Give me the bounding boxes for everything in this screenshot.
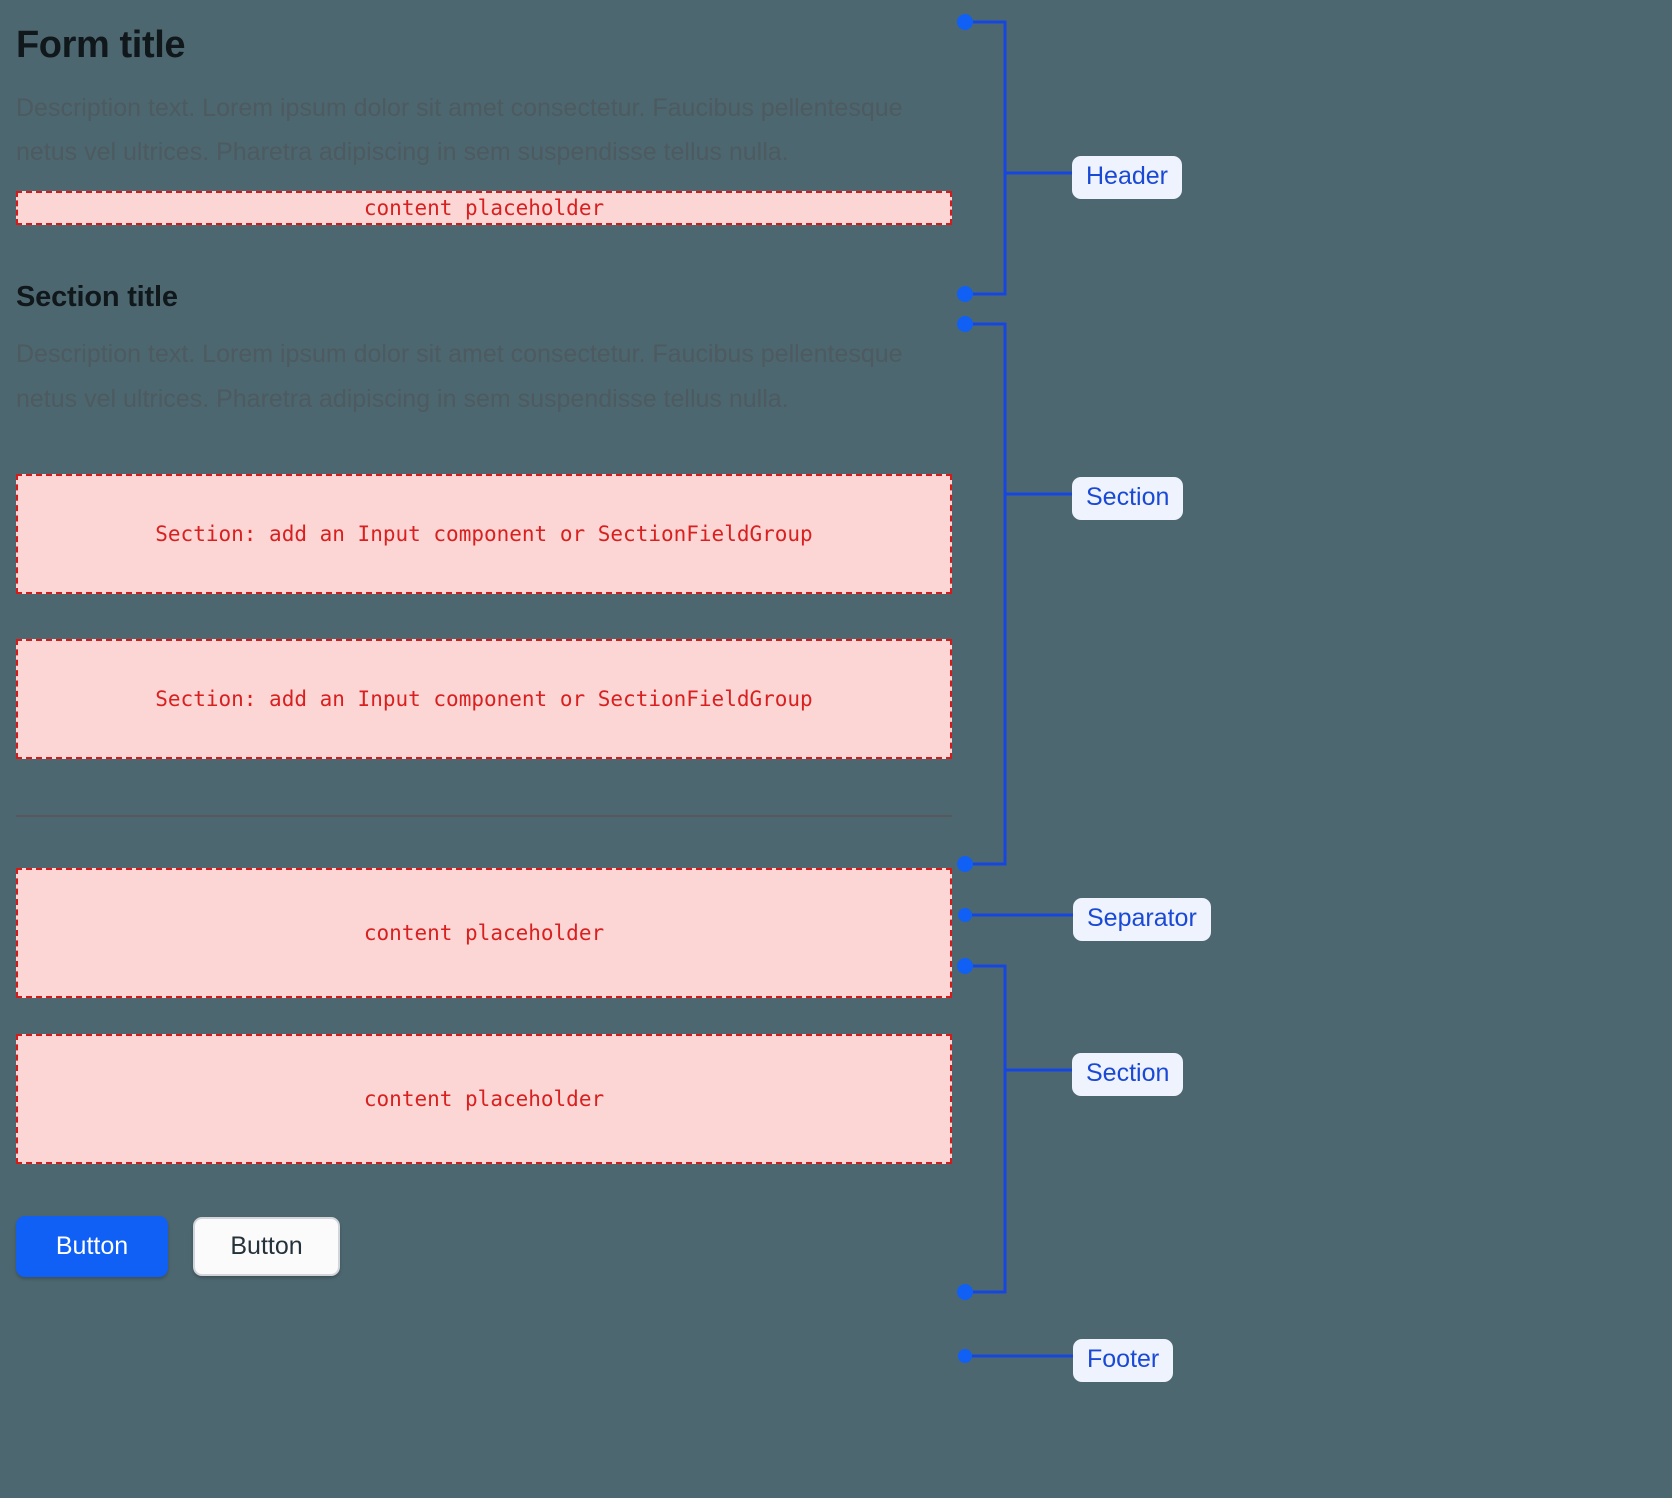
- anchor-dot: [957, 316, 973, 332]
- annotation-label-section-one[interactable]: Section: [1072, 477, 1184, 520]
- annotation-anchor-dots: [957, 14, 973, 1363]
- section-title: Section title: [16, 280, 178, 313]
- anchor-dot: [958, 1349, 972, 1363]
- page-title: Form title: [16, 24, 186, 66]
- anchor-dot: [957, 286, 973, 302]
- form-header: Form title Description text. Lorem ipsum…: [16, 0, 952, 225]
- header-bracket: [965, 20, 1007, 296]
- secondary-button[interactable]: Button: [193, 1217, 340, 1277]
- anchor-dot: [957, 856, 973, 872]
- form-section-two: content placeholder content placeholder: [16, 868, 952, 1165]
- annotation-label-header[interactable]: Header: [1072, 156, 1182, 199]
- header-description: Description text. Lorem ipsum dolor sit …: [16, 93, 903, 167]
- section-field-placeholder: Section: add an Input component or Secti…: [16, 639, 952, 760]
- header-content-placeholder: content placeholder: [16, 190, 952, 225]
- section-field-placeholder: Section: add an Input component or Secti…: [16, 474, 952, 595]
- section-one-bracket: [965, 322, 1007, 866]
- section-content-placeholder: content placeholder: [16, 868, 952, 999]
- form-preview: Form title Description text. Lorem ipsum…: [16, 0, 952, 1498]
- annotation-label-separator[interactable]: Separator: [1073, 898, 1211, 941]
- annotation-label-footer[interactable]: Footer: [1073, 1339, 1174, 1382]
- section-one-description: Description text. Lorem ipsum dolor sit …: [16, 340, 903, 413]
- anchor-dot: [958, 908, 972, 922]
- section-two-bracket: [965, 964, 1007, 1294]
- form-section-one: Section title Description text. Lorem ip…: [16, 280, 952, 760]
- anchor-dot: [957, 14, 973, 30]
- anchor-dot: [957, 1284, 973, 1300]
- section-content-placeholder: content placeholder: [16, 1034, 952, 1165]
- separator: [16, 815, 952, 818]
- annotation-label-section-two[interactable]: Section: [1072, 1053, 1184, 1096]
- primary-button[interactable]: Button: [16, 1216, 168, 1278]
- anchor-dot: [957, 958, 973, 974]
- form-footer: Button Button: [16, 1216, 952, 1278]
